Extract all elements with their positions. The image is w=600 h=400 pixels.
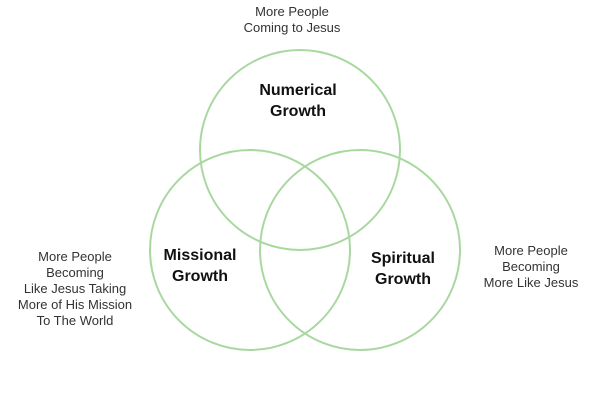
missional-growth-circle (149, 149, 351, 351)
numerical-growth-description: More People Coming to Jesus (226, 4, 358, 36)
spiritual-growth-description: More People Becoming More Like Jesus (470, 243, 592, 291)
numerical-description-line-2: Coming to Jesus (243, 20, 341, 35)
missional-growth-label-line-1: Missional (163, 247, 237, 264)
missional-growth-description: More People Becoming Like Jesus Taking M… (4, 249, 146, 329)
numerical-description-line-1: More People (255, 4, 329, 19)
numerical-growth-label-line-1: Numerical (259, 82, 337, 99)
missional-description-line-3: Like Jesus Taking (23, 281, 127, 296)
spiritual-growth-label: Spiritual Growth (355, 248, 451, 290)
spiritual-description-line-2: Becoming (502, 259, 560, 274)
missional-growth-label-line-2: Growth (172, 268, 228, 285)
missional-description-line-1: More People (38, 249, 112, 264)
spiritual-description-line-3: More Like Jesus (483, 275, 579, 290)
missional-description-line-5: To The World (36, 313, 114, 328)
spiritual-description-line-1: More People (494, 243, 568, 258)
missional-growth-label: Missional Growth (150, 245, 250, 287)
spiritual-growth-circle (259, 149, 461, 351)
missional-description-line-2: Becoming (46, 265, 104, 280)
missional-description-line-4: More of His Mission (17, 297, 133, 312)
spiritual-growth-label-line-1: Spiritual (370, 250, 435, 267)
numerical-growth-label-line-2: Growth (270, 103, 326, 120)
spiritual-growth-label-line-2: Growth (375, 271, 431, 288)
numerical-growth-circle (199, 49, 401, 251)
numerical-growth-label: Numerical Growth (236, 80, 360, 122)
